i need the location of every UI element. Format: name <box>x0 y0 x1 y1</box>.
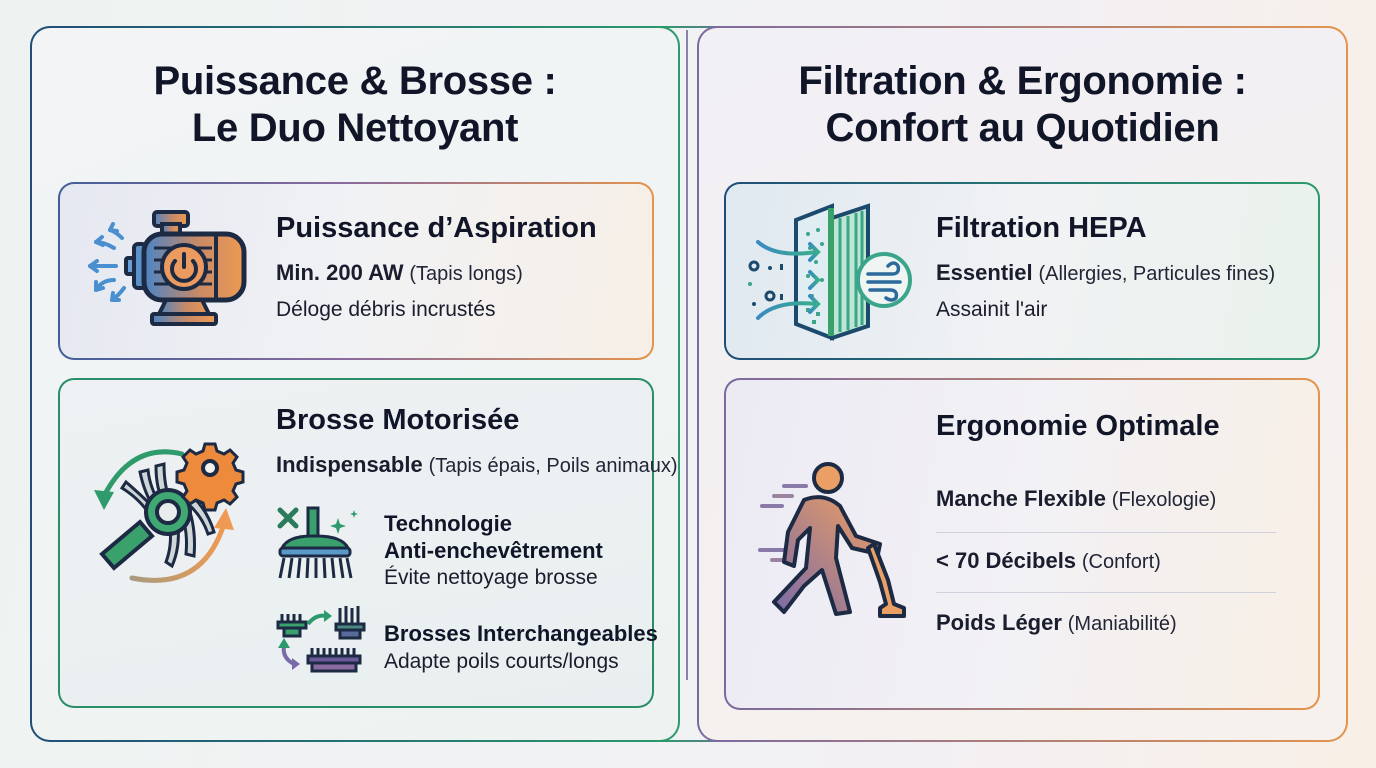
suction-power-title: Puissance d’Aspiration <box>276 212 597 244</box>
anti-tangle-title: Technologie Anti-enchevêtrement <box>384 511 603 563</box>
motorized-brush-spec: Indispensable (Tapis épais, Poils animau… <box>276 452 678 477</box>
hepa-filter-icon <box>746 200 916 344</box>
ergo-divider <box>936 532 1276 533</box>
anti-tangle-brush-icon <box>276 506 366 582</box>
hepa-filtration-card: Filtration HEPA Essentiel (Allergies, Pa… <box>724 182 1320 360</box>
suction-power-description: Déloge débris incrustés <box>276 298 496 321</box>
interchangeable-brushes-icon <box>276 606 370 678</box>
hepa-spec: Essentiel (Allergies, Particules fines) <box>936 260 1276 285</box>
left-panel: Puissance & Brosse : Le Duo Nettoyant <box>30 26 680 742</box>
rotating-brush-gear-icon <box>82 432 252 592</box>
ergo-divider <box>936 592 1276 593</box>
ergo-item-flexible-handle: Manche Flexible (Flexologie) <box>936 486 1217 511</box>
person-vacuuming-icon <box>744 462 914 622</box>
ergo-item-light-weight: Poids Léger (Maniabilité) <box>936 610 1177 635</box>
anti-tangle-description: Évite nettoyage brosse <box>384 566 598 589</box>
hepa-description: Assainit l'air <box>936 298 1048 321</box>
interchangeable-brushes-description: Adapte poils courts/longs <box>384 650 619 673</box>
ergonomics-card: Ergonomie Optimale Manche Flexible (Flex… <box>724 378 1320 710</box>
suction-power-card: Puissance d’Aspiration Min. 200 AW (Tapi… <box>58 182 654 360</box>
hepa-title: Filtration HEPA <box>936 212 1147 244</box>
ergo-item-decibels: < 70 Décibels (Confort) <box>936 548 1161 573</box>
ergonomics-title: Ergonomie Optimale <box>936 410 1220 442</box>
motorized-brush-card: Brosse Motorisée Indispensable (Tapis ép… <box>58 378 678 708</box>
interchangeable-brushes-title: Brosses Interchangeables <box>384 621 658 646</box>
motorized-brush-title: Brosse Motorisée <box>276 404 520 436</box>
center-divider <box>686 30 688 680</box>
suction-power-spec: Min. 200 AW (Tapis longs) <box>276 260 523 285</box>
right-panel: Filtration & Ergonomie : Confort au Quot… <box>697 26 1348 742</box>
left-panel-title: Puissance & Brosse : Le Duo Nettoyant <box>153 59 557 150</box>
right-panel-title: Filtration & Ergonomie : Confort au Quot… <box>798 59 1247 150</box>
motor-icon <box>74 204 254 334</box>
